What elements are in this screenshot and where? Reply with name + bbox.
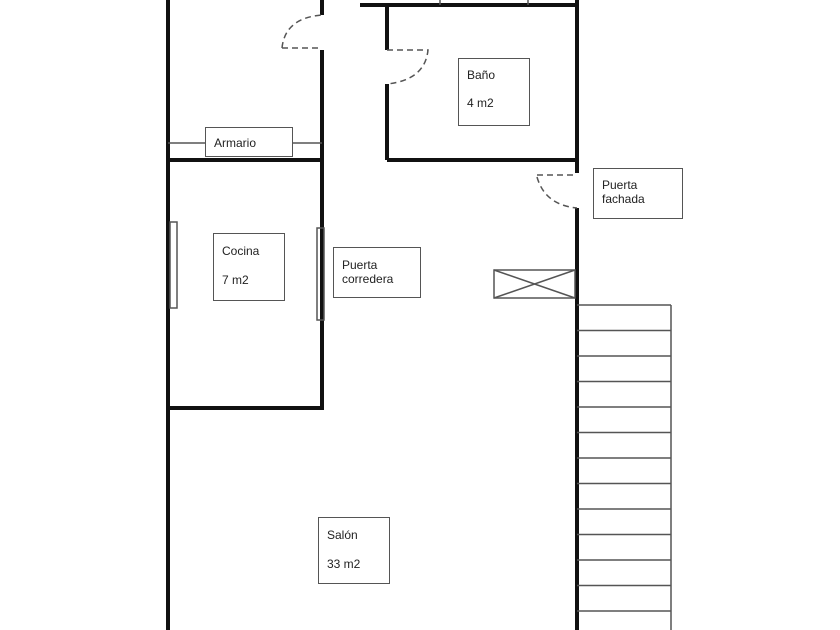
puerta-fachada-label: Puerta fachada bbox=[593, 168, 683, 219]
shaft-box bbox=[493, 269, 576, 299]
door-arc-left bbox=[281, 14, 323, 49]
room-name: Armario bbox=[214, 136, 257, 150]
thin-lines bbox=[168, 0, 672, 630]
cocina-label: Cocina 7 m2 bbox=[213, 233, 285, 301]
door-arc-bano bbox=[386, 49, 429, 85]
sliding-door bbox=[316, 227, 325, 321]
puerta-corredera-label: Puerta corredera bbox=[333, 247, 421, 298]
label-line: corredera bbox=[342, 272, 394, 287]
kitchen-window bbox=[169, 221, 178, 309]
shaft-outline bbox=[493, 269, 576, 299]
salon-label: Salón 33 m2 bbox=[318, 517, 390, 584]
walls bbox=[166, 0, 579, 630]
room-area: 33 m2 bbox=[327, 557, 361, 572]
door-arc-fachada bbox=[536, 174, 578, 209]
bano-label: Baño 4 m2 bbox=[458, 58, 530, 126]
armario-label: Armario bbox=[205, 127, 293, 157]
label-line: Puerta bbox=[342, 258, 378, 272]
room-name: Cocina bbox=[222, 244, 260, 258]
label-line: Puerta bbox=[602, 178, 638, 192]
shaft-cross-line bbox=[493, 269, 576, 299]
label-line: fachada bbox=[602, 192, 645, 207]
staircase bbox=[577, 304, 672, 630]
room-name: Salón bbox=[327, 528, 358, 542]
room-name: Baño bbox=[467, 68, 496, 82]
room-area: 7 m2 bbox=[222, 273, 249, 288]
room-area: 4 m2 bbox=[467, 96, 494, 111]
